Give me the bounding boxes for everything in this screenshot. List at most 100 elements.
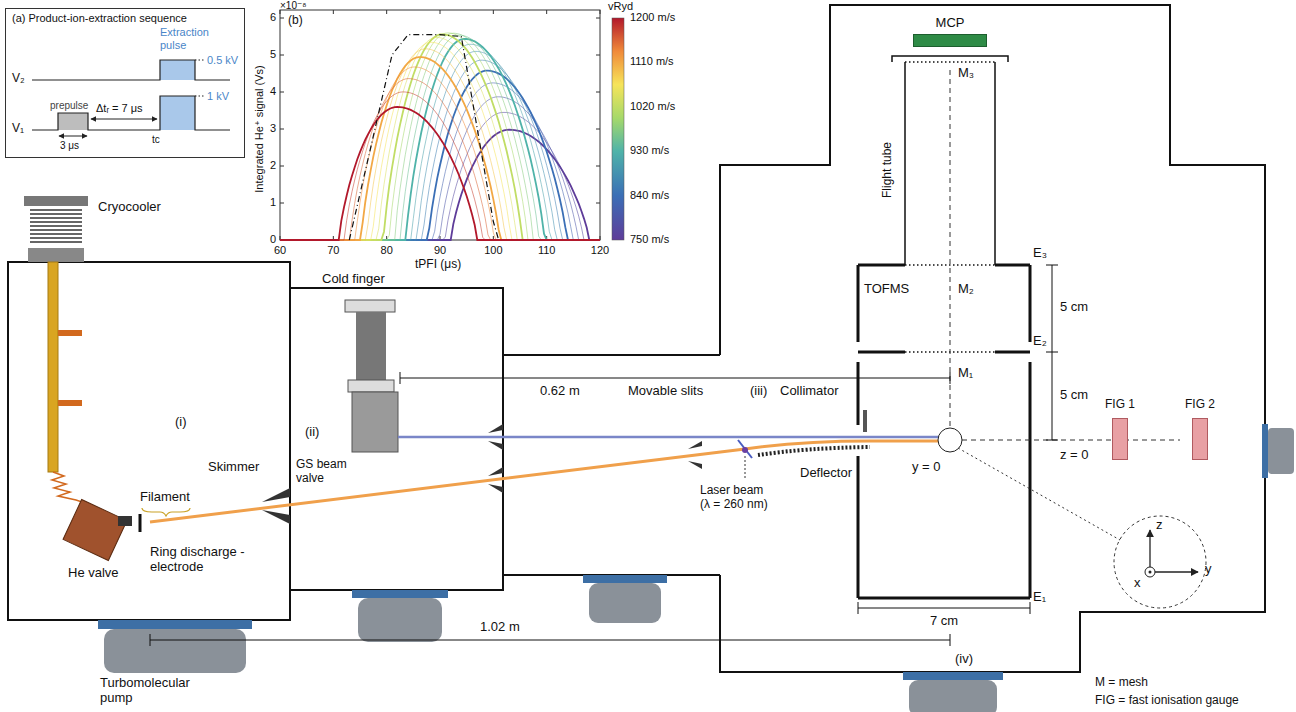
tick-label: 120 [591,244,609,257]
tick-label: 110 [538,244,556,257]
dimension-line [400,372,950,384]
axis-tick [596,55,600,56]
axis-tick [280,203,284,204]
pulse-sequence [160,60,195,80]
signal-curve [280,57,600,240]
cryocooler [48,262,58,472]
part-label: (iii) [750,384,767,399]
node-label: FIG 2 [1185,398,1215,412]
part-label: tc [152,134,160,146]
axis-tick [280,166,284,167]
axis-tick [546,10,547,14]
cryocooler [52,472,82,502]
signal-chart [612,18,624,240]
part-label: z = 0 [1060,448,1089,463]
coordinate-inset [958,448,1206,608]
cold-finger [352,392,398,452]
skimmer-cone [488,467,503,476]
turbo-pump [98,424,1294,712]
coordinate-inset [1149,530,1150,572]
signal-curve [280,51,600,240]
part-label: y = 0 [912,460,941,475]
node-label: (a) Product-ion-extraction sequence [12,12,238,25]
part-label: (b) [288,14,303,28]
colorbar-tick: 930 m/s [630,144,669,157]
signal-curve [280,112,600,240]
pulse-sequence [160,96,195,130]
mcp-plate [913,34,987,47]
part-label: Turbomolecular pump [100,676,210,706]
coordinate-inset [1150,571,1198,572]
turbo-pump [1268,428,1294,474]
cryocooler [24,196,88,206]
part-label: E₃ [1033,246,1047,261]
movable-slit [688,441,702,469]
signal-curve [280,39,600,240]
dimension-line [150,634,950,646]
axis-tick [333,10,334,14]
pulse-sequence [58,113,88,130]
axis-tick [596,92,600,93]
gauge-body [1112,418,1128,460]
coordinate-inset [958,448,1120,540]
cold-finger [345,300,395,312]
signal-chart [280,10,600,240]
tick-label: 0 [270,233,276,246]
axis-line [962,440,1180,441]
skimmer-cone [262,488,290,502]
part-label: Deflector [800,466,852,481]
dimension-line [1046,265,1058,440]
vacuum-chamber [8,262,290,620]
signal-curve [280,35,600,240]
part-label: (iv) [955,652,973,667]
tick-label: 2 [270,159,276,172]
part-label: Movable slits [628,384,703,399]
axis-title: Integrated He⁺ signal (Vs) [253,65,266,192]
part-label: prepulse [50,100,88,112]
helium-valve [142,508,190,516]
part-label: He valve [68,566,119,581]
gauge-body [1192,418,1208,460]
laser-beam [738,440,752,480]
turbo-pump [104,629,246,673]
cold-finger [348,380,394,392]
vacuum-chamber [290,288,503,590]
helium-valve [118,516,132,526]
pulse-sequence [195,60,205,61]
turbo-pump [903,672,1003,680]
axis-letter: z [1156,518,1163,533]
coordinate-inset [1149,571,1152,574]
pulse-sequence [32,96,230,130]
molecular-beam [398,436,950,439]
axis-tick [440,10,441,14]
skimmer-cone [488,424,503,433]
axis-tick [280,92,284,93]
collimator [863,410,867,432]
deflector [758,447,870,455]
part-label: ×10⁻⁸ [280,0,306,12]
turbo-pump [909,680,997,712]
gauge-node: FIG 2 [1185,398,1215,460]
tick-label: 5 [270,48,276,61]
tick-label: 60 [274,244,286,257]
axis-tick [596,129,600,130]
part-label: (i) [175,415,187,430]
part-label: Ring discharge - electrode [150,545,254,575]
collimator [863,410,867,432]
molecular-beam [150,441,950,522]
flight-tube [892,56,1008,62]
pulse-sequence [195,96,205,97]
axis-line [950,70,1180,440]
part-label: (ii) [305,425,319,440]
signal-curve [280,42,600,240]
axis-tick [280,55,284,56]
dimension-label: 0.62 m [540,384,580,399]
signal-curve [280,107,600,240]
axis-title: tPFI (μs) [415,258,461,272]
part-label: V₂ [12,72,25,86]
pulse-sequence [59,136,87,137]
cryocooler [30,210,82,242]
tick-label: 90 [434,244,446,257]
axis-title: vRyd [608,0,633,13]
coordinate-inset [1145,567,1155,577]
